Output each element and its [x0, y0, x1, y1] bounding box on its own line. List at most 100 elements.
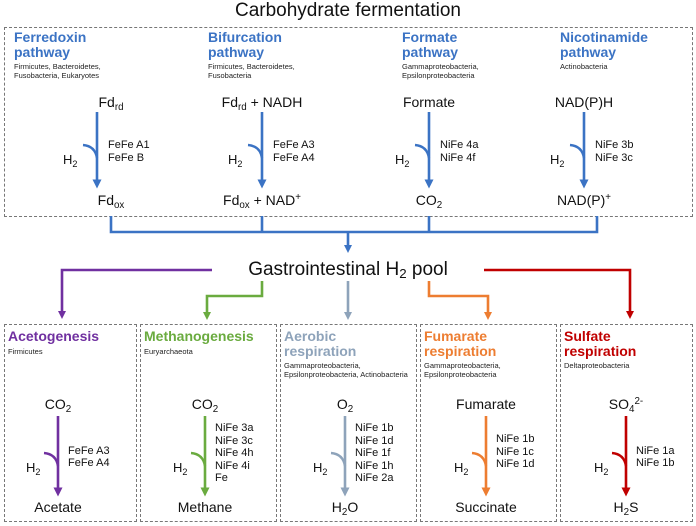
aerobic-respiration-box	[280, 324, 417, 522]
h2-label: H2	[454, 460, 468, 477]
fumarate-respiration-box	[420, 324, 557, 522]
product-text-end: + NAD	[249, 192, 296, 208]
pathway-name-line: respiration	[564, 343, 637, 359]
methanogenesis-flow-line	[203, 280, 264, 320]
product-superscript: +	[605, 192, 611, 203]
pathway-organisms: Gammaproteobacteria,Epsilonproteobacteri…	[284, 361, 408, 379]
pathway-name-line: Nicotinamide	[560, 29, 648, 45]
h2-text: H	[173, 460, 183, 475]
product-text: Fd	[223, 192, 240, 208]
product-subscript: 2	[623, 507, 630, 518]
substrate-text: Fd	[98, 94, 115, 110]
substrate-text: Formate	[402, 94, 456, 110]
h2-label: H2	[313, 460, 328, 477]
pathway-name-line: pathway	[14, 44, 71, 60]
pathway-organisms: Gammaproteobacteria,Epsilonproteobacteri…	[402, 62, 479, 80]
pathway-name-line: respiration	[284, 343, 357, 359]
pathway-name-line: Fumarate	[424, 328, 488, 344]
organism-line: Gammaproteobacteria,	[424, 361, 501, 370]
pathway-name-line: Methanogenesis	[144, 328, 254, 344]
substrate-label: Fdrd	[31, 94, 191, 112]
product-label: H2O	[285, 499, 405, 517]
pathway-name-line: Formate	[402, 29, 458, 45]
product-text: NAD(P)	[557, 192, 606, 208]
fermentation-box	[4, 27, 693, 217]
hydrogenase-name: FeFe A3	[68, 445, 110, 457]
product-label: Acetate	[0, 499, 118, 515]
organism-line: Gammaproteobacteria,	[284, 361, 361, 370]
substrate-text: Fd	[221, 94, 238, 110]
h2-text: H	[63, 152, 73, 167]
organism-line: Epsilonproteobacteria	[424, 370, 497, 379]
product-text: Methane	[177, 499, 233, 515]
organism-line: Fusobacteria	[208, 71, 252, 80]
product-text: Acetate	[34, 499, 82, 515]
pathway-organisms: Firmicutes, Bacteroidetes,Fusobacteria, …	[14, 62, 101, 80]
fermentation-merge-lines	[109, 216, 599, 253]
h2-label: H2	[63, 152, 77, 169]
h2-text: H	[594, 460, 604, 475]
h2-text: H	[395, 152, 405, 167]
pathway-name-line: pathway	[208, 44, 265, 60]
hydrogenase-name: FeFe A4	[273, 152, 315, 164]
h2-text: H	[454, 460, 464, 475]
pathway-organisms: Firmicutes, Bacteroidetes,Fusobacteria	[208, 62, 295, 80]
h2-text: H	[313, 460, 323, 475]
product-text: H	[331, 499, 342, 515]
pathway-organisms: Euryarchaeota	[144, 347, 193, 356]
hydrogenase-name: NiFe 1b	[636, 457, 675, 469]
hydrogenase-name: FeFe A4	[68, 457, 110, 469]
pathway-name-line: Sulfate	[564, 328, 611, 344]
substrate-text: CO	[44, 396, 66, 412]
h2-text: H	[550, 152, 560, 167]
hydrogenase-name: FeFe A3	[273, 139, 315, 151]
pathway-name-line: Bifurcation	[208, 29, 282, 45]
pathway-name-line: Ferredoxin	[14, 29, 87, 45]
figure-title: Carbohydrate fermentation	[234, 0, 461, 21]
h2-subscript: 2	[603, 467, 609, 477]
hydrogenase-name: NiFe 3c	[595, 152, 633, 164]
organism-line: Epsilonproteobacteria	[402, 71, 475, 80]
product-label: Succinate	[426, 499, 546, 515]
h2-label: H2	[594, 460, 609, 477]
organism-line: Euryarchaeota	[144, 347, 193, 356]
h2-subscript: 2	[559, 159, 565, 169]
hydrogenase-name: NiFe 3a	[215, 422, 254, 434]
hydrogenase-name: FeFe B	[108, 152, 145, 164]
substrate-subscript: rd	[238, 102, 247, 113]
pathway-organisms: Firmicutes	[8, 347, 43, 356]
h2-label: H2	[26, 461, 40, 477]
pool-text: Gastrointestinal H	[248, 259, 400, 280]
hydrogenase-name: NiFe 1a	[636, 445, 675, 457]
pathway-name-line: respiration	[424, 343, 497, 359]
substrate-text: O	[336, 396, 348, 412]
substrate-superscript: 2-	[634, 396, 644, 407]
product-text-end: S	[629, 499, 639, 515]
product-text: Succinate	[455, 499, 517, 515]
substrate-text: Fumarate	[456, 396, 516, 412]
organism-line: Fusobacteria, Eukaryotes	[14, 71, 100, 80]
hydrogenase-name: NiFe 4h	[215, 447, 254, 459]
hydrogenase-name: FeFe A1	[108, 139, 150, 151]
substrate-text: SO	[608, 396, 630, 412]
substrate-label: CO2	[145, 396, 265, 414]
product-label: H2S	[566, 499, 686, 518]
h2-subscript: 2	[322, 467, 328, 477]
hydrogenase-name: NiFe 3c	[215, 434, 253, 447]
product-label: Methane	[145, 499, 265, 515]
